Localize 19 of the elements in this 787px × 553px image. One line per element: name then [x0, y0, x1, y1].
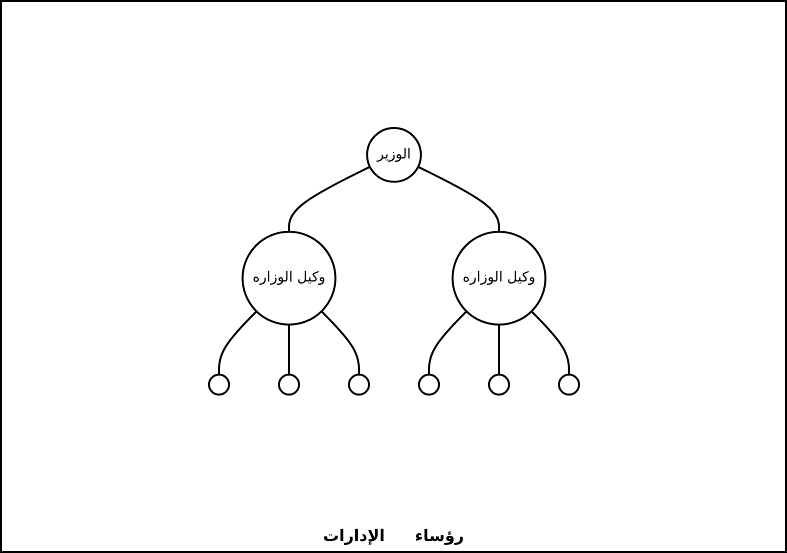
connector: [417, 166, 500, 232]
connector: [218, 310, 257, 374]
node-circle: الوزير: [366, 126, 422, 182]
node-circle: [208, 373, 230, 396]
connector: [530, 310, 570, 374]
node-circle: [348, 373, 370, 396]
label-text: رؤساء: [414, 526, 464, 545]
connector: [498, 324, 500, 374]
node-circle: [418, 373, 440, 396]
node-circle: وكيل الوزاره: [451, 230, 546, 326]
connector: [288, 324, 290, 374]
connector: [288, 166, 370, 232]
node-circle: [278, 373, 300, 396]
connector: [320, 310, 360, 374]
node-circle: وكيل الوزاره: [241, 230, 336, 326]
node-circle: [488, 373, 510, 396]
connector: [428, 310, 467, 374]
node-circle: [558, 373, 580, 396]
label-text: الإدارات: [323, 526, 385, 545]
